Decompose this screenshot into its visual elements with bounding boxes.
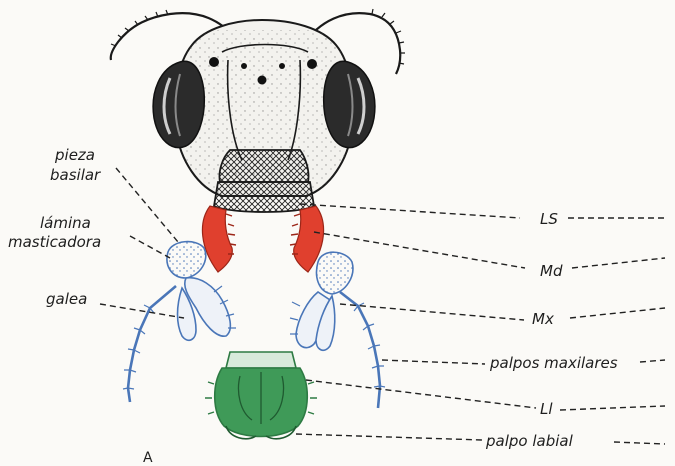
leader-mx-tail	[570, 308, 665, 318]
label-lamina-line1: lámina	[40, 214, 91, 232]
label-ls: LS	[540, 210, 558, 228]
leader-lamina-masticadora	[130, 236, 170, 258]
label-palpos-maxilares: palpos maxilares	[489, 354, 618, 372]
leader-palpo-labial	[296, 434, 482, 440]
label-md: Md	[540, 262, 563, 280]
labrum	[214, 182, 314, 212]
leader-mx	[340, 304, 524, 320]
labium	[205, 352, 317, 439]
label-basilar-line2: basilar	[50, 166, 101, 184]
label-masticadora-line2: masticadora	[8, 233, 101, 251]
leader-galea	[100, 304, 184, 318]
right-compound-eye	[324, 61, 375, 147]
leader-md-tail	[572, 258, 665, 268]
label-mx: Mx	[532, 310, 554, 328]
label-li: Ll	[540, 400, 553, 418]
leader-li	[306, 380, 536, 408]
leader-palpos-maxilares-tail	[640, 360, 665, 362]
label-palpo-labial: palpo labial	[485, 432, 574, 450]
leader-pieza-basilar	[116, 168, 178, 242]
leader-li-tail	[560, 406, 665, 410]
label-pieza-line1: pieza	[54, 146, 95, 164]
figure-letter: A	[143, 450, 153, 466]
left-mandible	[202, 206, 236, 272]
left-compound-eye	[153, 61, 204, 147]
leader-ls	[300, 204, 520, 218]
leader-palpo-labial-tail	[614, 442, 665, 444]
leader-palpos-maxilares	[382, 360, 485, 364]
clypeus	[219, 150, 308, 182]
label-galea: galea	[46, 290, 87, 308]
